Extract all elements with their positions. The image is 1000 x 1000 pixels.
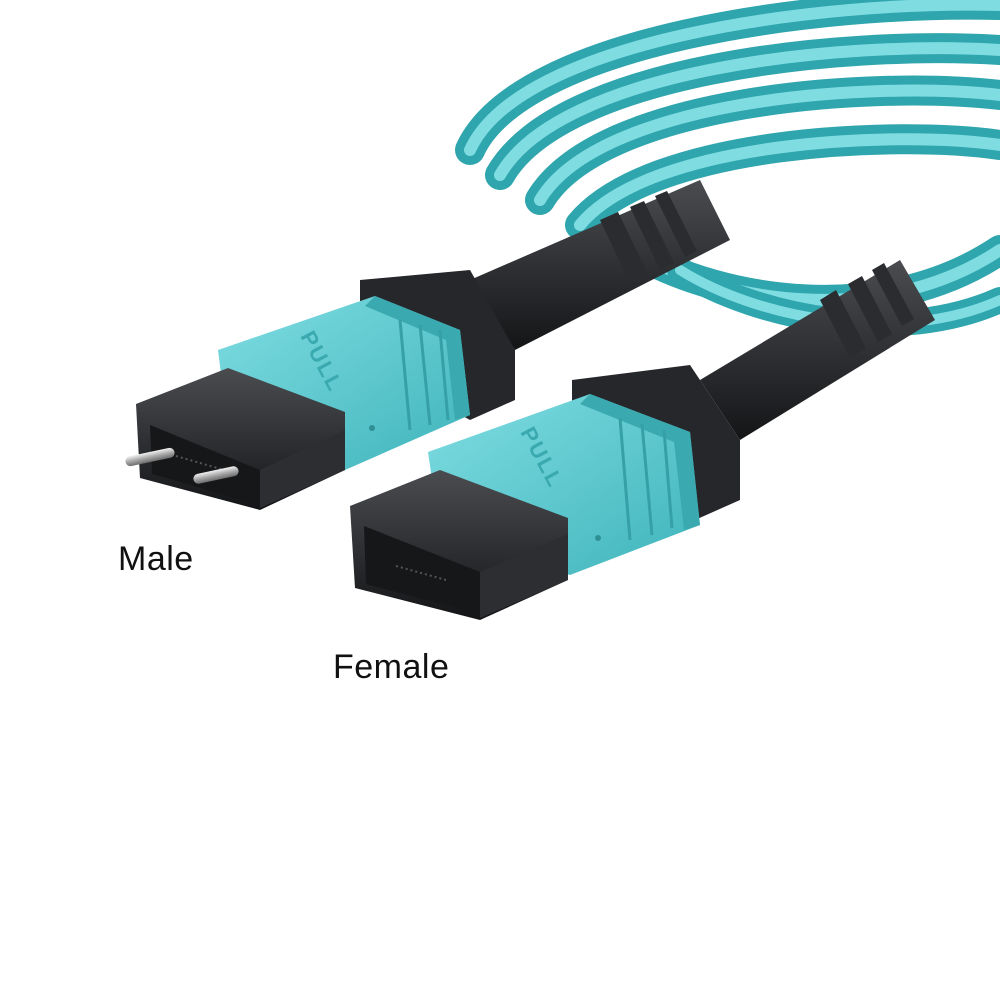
female-boot [700, 260, 935, 440]
male-label: Male [118, 540, 194, 578]
male-guide-pins [125, 447, 239, 484]
cable-loop-2-highlight [494, 42, 1000, 181]
female-label: Female [333, 648, 450, 686]
cable-loop-3-highlight [534, 84, 1000, 206]
female-ferrule-body [350, 470, 568, 620]
cable-loop-4-highlight [574, 133, 1000, 231]
male-connector: PULL [125, 180, 730, 510]
cable-coil [455, 0, 1000, 337]
male-boot [470, 180, 730, 350]
male-ferrule-body [136, 368, 345, 510]
female-connector: PULL [350, 260, 935, 620]
cable-loop-outer-highlight [464, 0, 1000, 156]
